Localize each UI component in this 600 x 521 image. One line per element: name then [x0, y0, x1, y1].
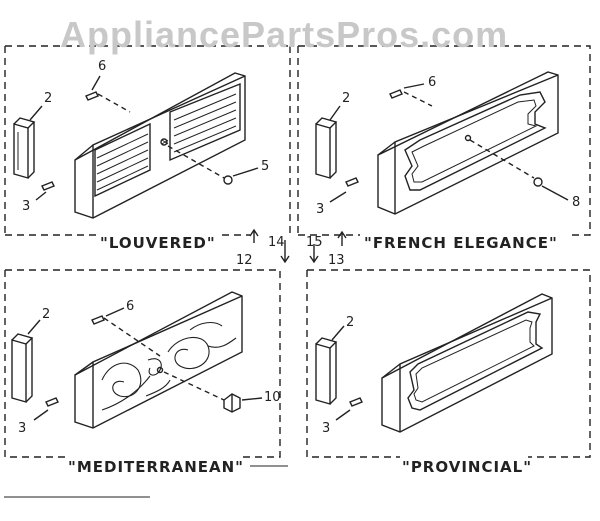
- louvered-screw-3: [35, 181, 55, 201]
- louvered-screw-6: [85, 75, 131, 113]
- french-leader-2: [329, 105, 341, 121]
- mediterranean-callout-6: 6: [126, 299, 135, 314]
- mediterranean-knob-10: [163, 371, 263, 413]
- louvered-callout-5: 5: [261, 159, 270, 174]
- center-arrow-12: [280, 240, 290, 264]
- french-panel: [377, 71, 559, 215]
- center-ref-13: 13: [328, 253, 345, 268]
- frame-french-elegance: [297, 45, 591, 236]
- louvered-callout-3: 3: [22, 199, 31, 214]
- center-ref-12: 12: [236, 253, 253, 268]
- panel-title-mediterranean: "MEDITERRANEAN": [66, 458, 246, 476]
- french-callout-2: 2: [342, 91, 351, 106]
- center-ref-14: 14: [268, 235, 285, 250]
- center-arrow-13: [337, 230, 347, 246]
- louvered-side-piece: [13, 117, 36, 179]
- french-screw-8: [469, 139, 569, 201]
- panel-title-french-elegance: "FRENCH ELEGANCE": [362, 234, 560, 252]
- watermark-text: AppliancePartsPros.com: [60, 14, 509, 55]
- french-callout-6: 6: [428, 75, 437, 90]
- french-side-piece: [315, 117, 338, 179]
- mediterranean-screw-6: [91, 307, 161, 357]
- frame-mediterranean: [4, 269, 281, 458]
- provincial-screw-3: [335, 397, 363, 421]
- mediterranean-callout-10: 10: [264, 390, 281, 405]
- provincial-callout-2: 2: [346, 315, 355, 330]
- provincial-side-piece: [315, 337, 338, 405]
- center-arrow-14: [249, 228, 259, 243]
- mediterranean-leader-2: [27, 319, 41, 335]
- french-callout-8: 8: [572, 195, 581, 210]
- french-screw-6: [389, 83, 433, 107]
- mediterranean-screw-3: [33, 397, 59, 421]
- louvered-callout-6: 6: [98, 59, 107, 74]
- mediterranean-panel: [74, 291, 243, 429]
- louvered-panel: [74, 72, 246, 219]
- provincial-leader-2: [331, 325, 345, 341]
- french-callout-3: 3: [316, 202, 325, 217]
- provincial-panel: [381, 293, 553, 433]
- provincial-callout-3: 3: [322, 421, 331, 436]
- panel-title-louvered: "LOUVERED": [98, 234, 218, 252]
- frame-provincial: [306, 269, 591, 458]
- french-screw-3: [329, 177, 359, 203]
- louvered-screw-5: [167, 145, 259, 185]
- mediterranean-side-piece: [11, 333, 34, 403]
- mediterranean-callout-2: 2: [42, 307, 51, 322]
- panel-title-provincial: "PROVINCIAL": [400, 458, 535, 476]
- louvered-leader-2: [29, 105, 43, 121]
- mediterranean-callout-3: 3: [18, 421, 27, 436]
- center-arrow-15: [309, 244, 319, 264]
- center-ref-15: 15: [306, 235, 323, 250]
- frame-louvered: [4, 45, 291, 236]
- louvered-callout-2: 2: [44, 91, 53, 106]
